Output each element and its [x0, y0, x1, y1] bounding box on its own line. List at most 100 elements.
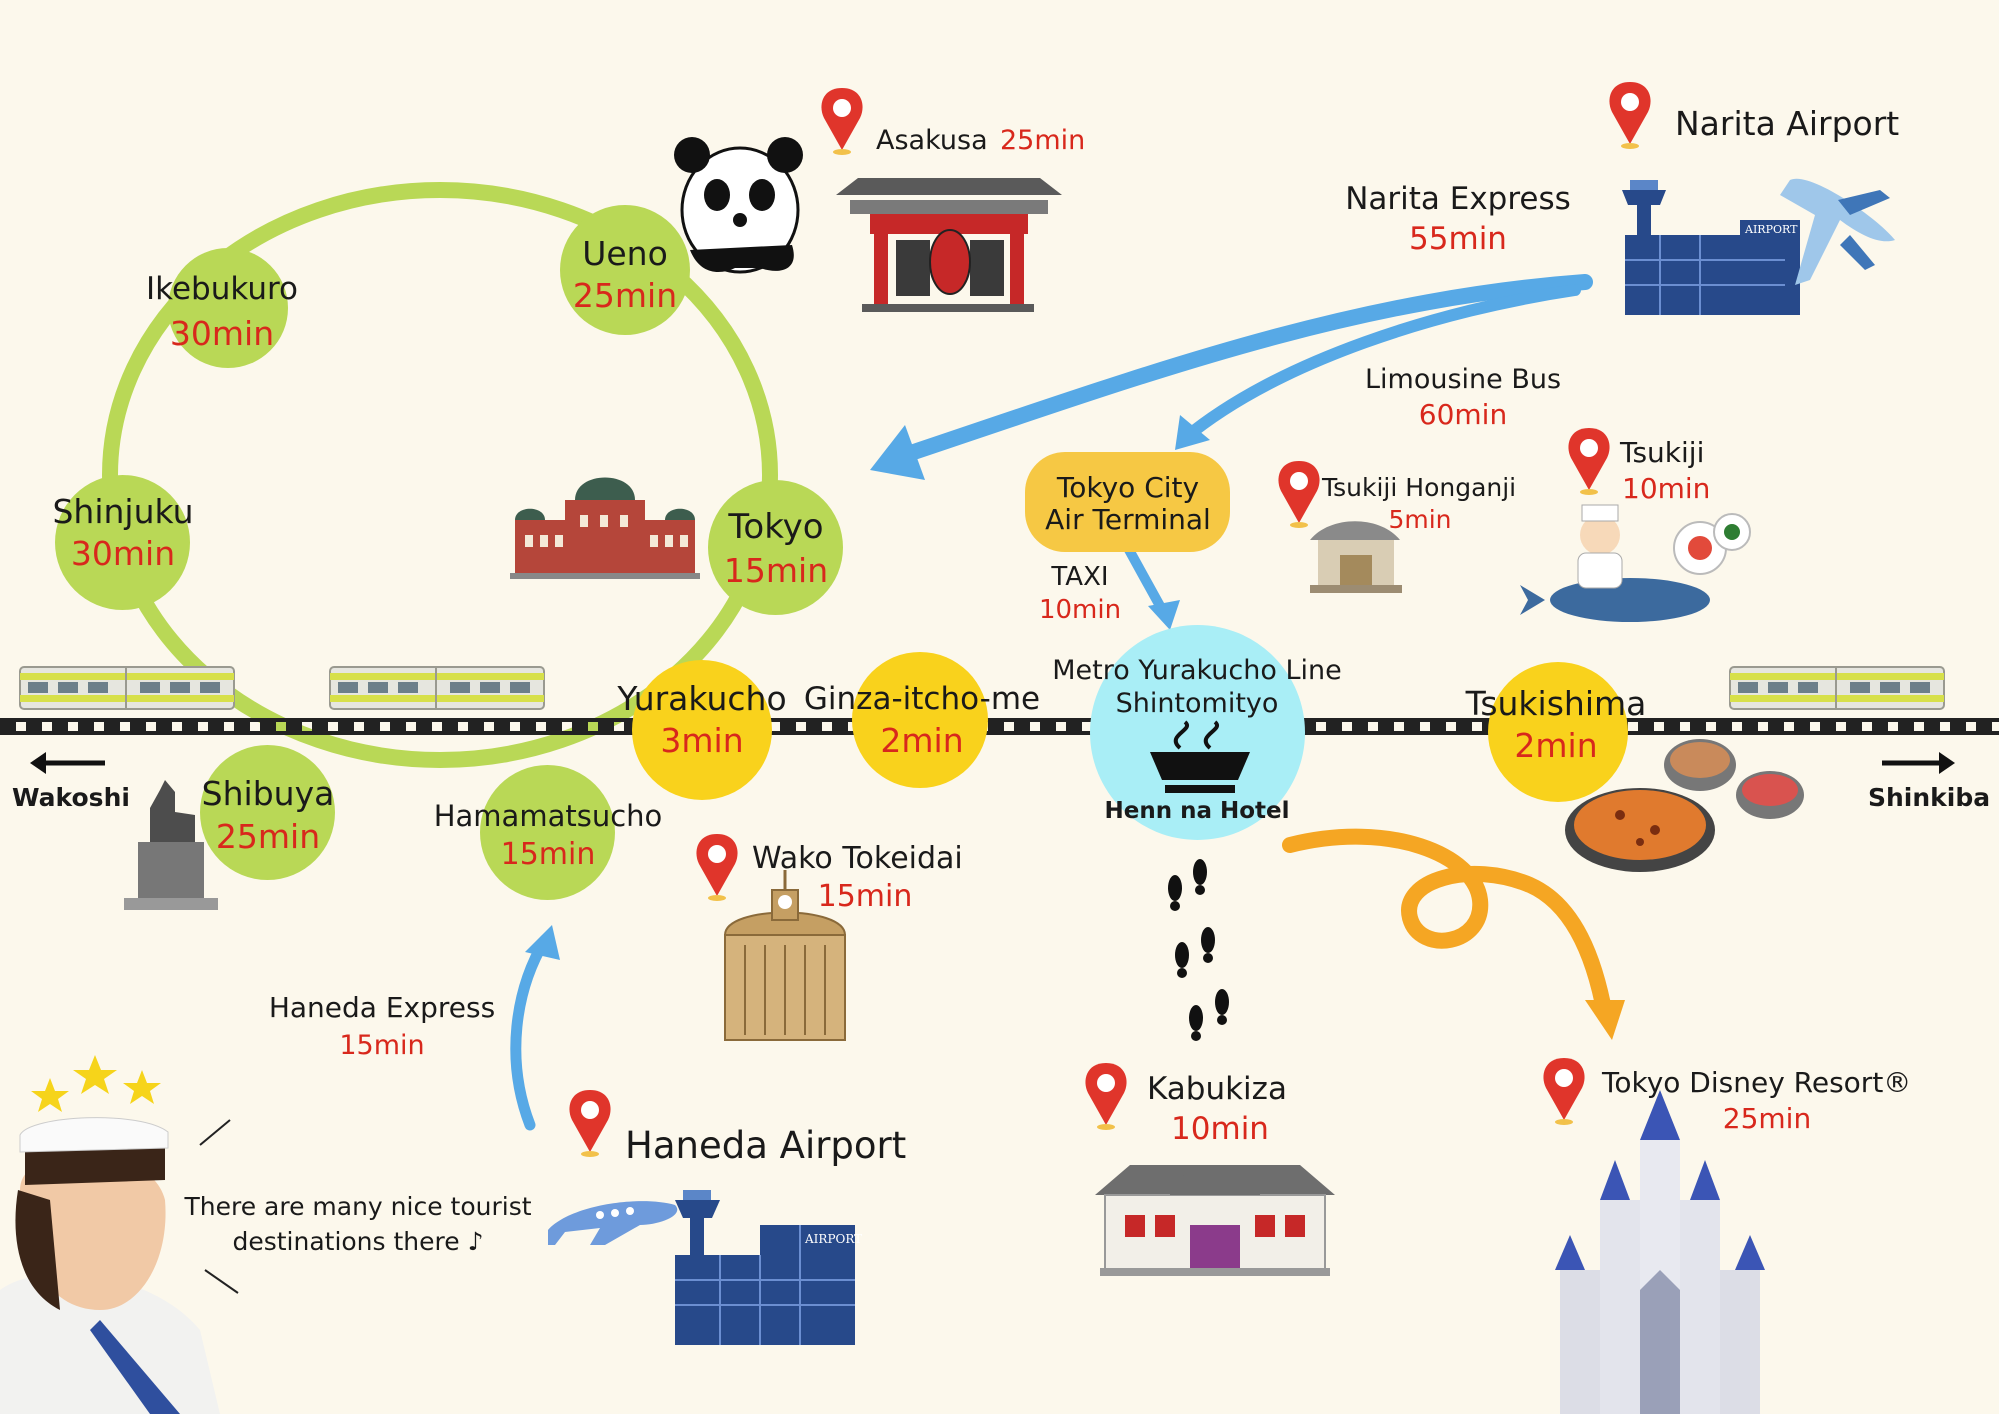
city-air-terminal-badge[interactable] [1025, 452, 1230, 552]
arrow-left-icon [30, 752, 105, 774]
station-name: Shibuya [201, 774, 335, 813]
spot-wako-tokeidai-time: 15min [817, 879, 913, 914]
spot-kabukiza-name: Kabukiza [1147, 1071, 1287, 1107]
narita-express-label: Narita Express [1345, 181, 1571, 217]
narita-airport-label: Narita Airport [1675, 104, 1900, 143]
station-ueno[interactable] [560, 205, 690, 335]
guide-speech-line1: There are many nice tourist [184, 1192, 532, 1221]
train-icon [329, 666, 545, 710]
station-time: 30min [70, 534, 176, 573]
station-name: Hamamatsucho [433, 799, 663, 833]
station-name: Ginza-itcho-me [803, 681, 1041, 717]
limousine-bus-time: 60min [1418, 398, 1508, 431]
tokyo-station-building-icon [510, 477, 700, 579]
station-hamamatsucho[interactable] [480, 765, 615, 900]
airplane-icon [548, 1201, 678, 1245]
map-pin-icon [1085, 1063, 1127, 1130]
station-time: 2min [1514, 726, 1598, 765]
station-time: 3min [660, 721, 744, 760]
map-pin-icon [1609, 82, 1651, 149]
map-pin-icon [696, 834, 738, 901]
kaminarimon-gate-icon [836, 178, 1062, 312]
control-tower-icon [1622, 180, 1666, 240]
station-shinjuku[interactable] [55, 475, 190, 610]
metro-line-name: Metro Yurakucho Line [1052, 655, 1342, 686]
sushi-chef-icon [1520, 504, 1751, 622]
spot-disney-name: Tokyo Disney Resort® [1602, 1066, 1912, 1099]
station-name: Ueno [582, 234, 668, 273]
disney-route-arrow [1282, 828, 1613, 1023]
haneda-airport-label: Haneda Airport [625, 1124, 907, 1167]
station-time: 15min [723, 551, 829, 590]
spot-wako-tokeidai-name: Wako Tokeidai [752, 841, 963, 876]
railway-track [0, 718, 1999, 735]
station-ikebukuro[interactable] [168, 248, 288, 368]
map-pin-icon [1543, 1058, 1585, 1125]
castle-icon [1555, 1090, 1765, 1414]
hotel-name: Henn na Hotel [1104, 798, 1290, 824]
station-tsukishima[interactable] [1488, 662, 1628, 802]
spot-tsukiji-honganji-time: 5min [1388, 505, 1452, 534]
haneda-airport-sign: AIRPORT [805, 1232, 863, 1246]
station-time: 25min [215, 817, 321, 856]
spot-asakusa-name: Asakusa [876, 125, 988, 156]
station-shibuya[interactable] [200, 745, 335, 880]
hotel-station-shintomityo[interactable] [1090, 625, 1305, 840]
station-time: 25min [572, 276, 678, 315]
city-air-terminal-label: Tokyo City Air Terminal [1045, 471, 1211, 537]
narita-express-time: 55min [1409, 221, 1507, 257]
station-name: Ikebukuro [145, 271, 299, 307]
hachiko-statue-icon [124, 780, 218, 910]
spot-tsukiji-name: Tsukiji [1620, 436, 1705, 469]
station-time: 30min [169, 314, 275, 353]
stars-icon [31, 1055, 161, 1112]
kabukiza-theater-icon [1095, 1165, 1335, 1276]
haneda-express-label: Haneda Express [268, 991, 496, 1024]
spot-disney-time: 25min [1722, 1102, 1812, 1135]
spot-tsukiji-time: 10min [1622, 472, 1711, 505]
spot-asakusa-time: 25min [1000, 125, 1086, 156]
station-yurakucho[interactable] [632, 660, 772, 800]
train-icon [19, 666, 235, 710]
station-tokyo[interactable] [708, 480, 843, 615]
guide-person-icon [0, 1117, 220, 1414]
limousine-bus-arrow [1179, 284, 1581, 444]
direction-right-label: Shinkiba [1868, 783, 1991, 812]
narita-terminal-icon [1625, 220, 1800, 315]
haneda-terminal-icon [675, 1225, 855, 1345]
narita-airport-sign: AIRPORT [1745, 223, 1798, 236]
spot-kabukiza-time: 10min [1171, 1111, 1269, 1147]
spot-tsukiji-honganji-name: Tsukiji Honganji [1322, 473, 1517, 502]
wako-clock-tower-icon [723, 870, 847, 1041]
haneda-express-time: 15min [339, 1030, 425, 1061]
guide-speech-line2: destinations there ♪ [232, 1227, 484, 1256]
direction-left-label: Wakoshi [12, 783, 130, 812]
station-time: 2min [880, 721, 964, 760]
taxi-label: TAXI [1051, 562, 1109, 592]
panda-icon [674, 137, 803, 274]
station-name: Yurakucho [617, 679, 787, 718]
speech-line-icon [199, 1119, 231, 1146]
train-icon [1729, 666, 1945, 710]
hotel-station-name: Shintomityo [1115, 688, 1279, 719]
station-name: Tokyo [728, 507, 824, 547]
map-pin-icon [821, 88, 863, 155]
station-name: Tsukishima [1465, 684, 1647, 723]
taxi-arrow [1123, 543, 1170, 620]
control-tower-icon [675, 1190, 720, 1260]
arrow-right-icon [1882, 752, 1955, 774]
taxi-time: 10min [1038, 595, 1122, 625]
station-ginza-itchome[interactable] [852, 652, 988, 788]
temple-icon [1310, 521, 1402, 593]
airplane-icon [1780, 178, 1895, 285]
narita-express-arrow [882, 274, 1593, 468]
monjayaki-icon [1565, 739, 1804, 872]
footprints-icon [1168, 859, 1229, 1041]
station-time: 15min [500, 837, 596, 872]
haneda-express-arrow [510, 934, 551, 1131]
map-pin-icon [569, 1090, 611, 1157]
map-pin-icon [1278, 461, 1320, 528]
limousine-bus-label: Limousine Bus [1364, 364, 1562, 395]
